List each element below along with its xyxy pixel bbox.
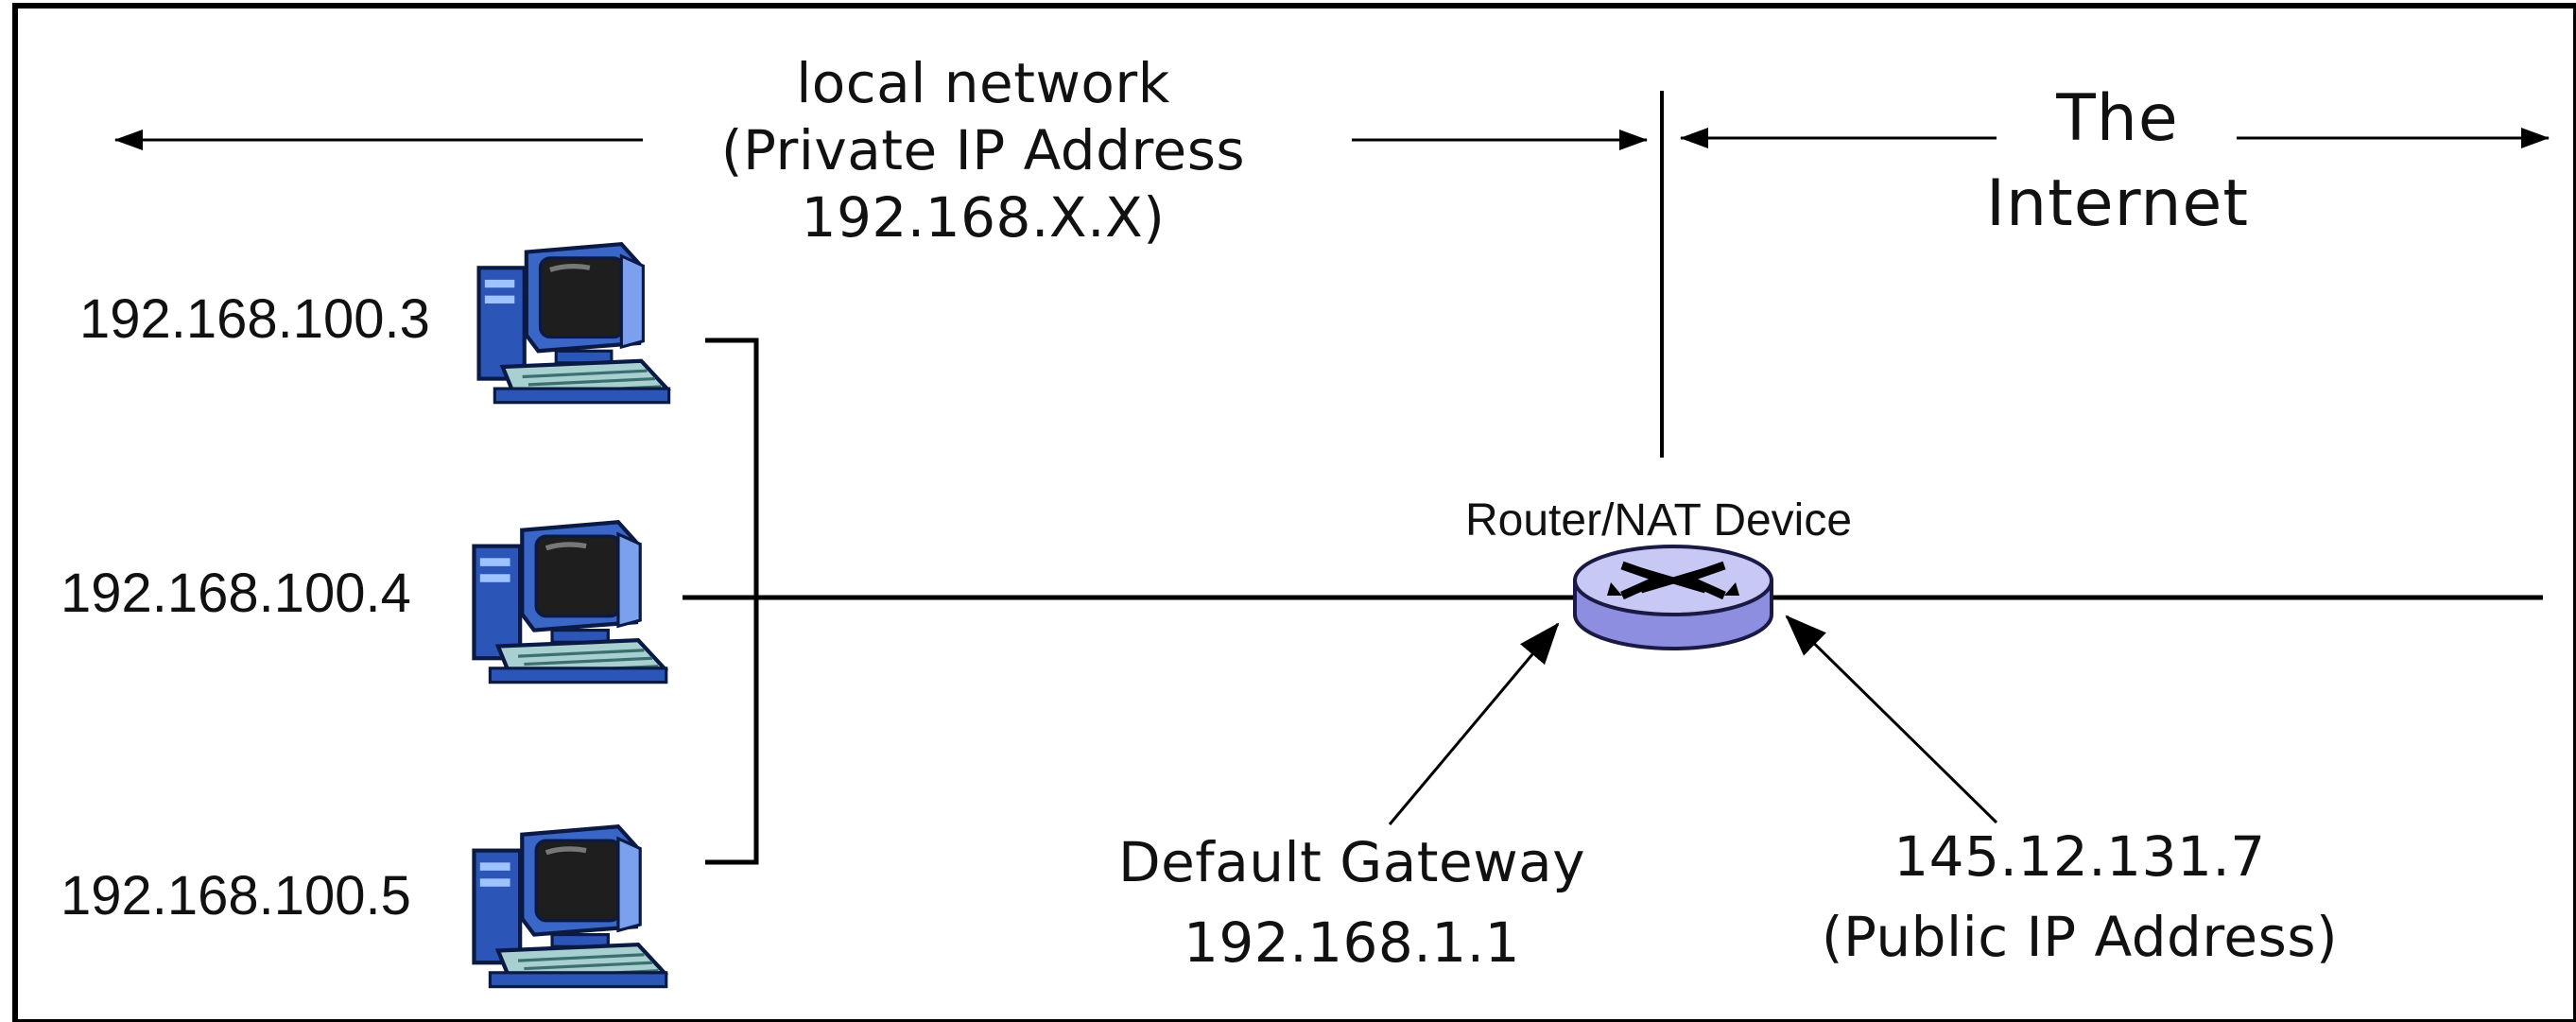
local-network-title: local network [796,51,1170,115]
host-ip-label: 192.168.100.5 [61,865,411,927]
host-bracket [705,338,759,865]
internet-label: The Internet [1910,81,2325,242]
router-label: Router/NAT Device [1465,495,1853,546]
public-ip-caption: (Public IP Address) [1821,904,2339,969]
gateway-pointer-arrow [1388,622,1560,825]
internet-label-line-1: The [2056,81,2179,156]
public-ip-pointer-arrow [1785,615,1998,824]
default-gateway-label: Default Gateway 192.168.1.1 [1097,832,1607,974]
desktop-computer-icon [474,826,666,986]
default-gateway-title: Default Gateway [1117,830,1586,894]
public-ip-address: 145.12.131.7 [1893,824,2266,889]
host-ip-label: 192.168.100.4 [61,563,411,624]
private-ip-caption: (Private IP Address [720,117,1246,182]
local-network-label: local network (Private IP Address 192.16… [681,53,1286,249]
desktop-computer-icon [474,522,666,682]
internet-label-line-2: Internet [1985,166,2249,242]
private-ip-range: 192.168.X.X) [801,184,1166,250]
public-ip-label: 145.12.131.7 (Public IP Address) [1777,826,2382,968]
router-icon [1573,545,1773,650]
diagram-frame [12,3,2576,1022]
desktop-computer-icon [479,244,669,403]
host-ip-label: 192.168.100.3 [79,288,430,350]
default-gateway-ip: 192.168.1.1 [1183,909,1521,975]
